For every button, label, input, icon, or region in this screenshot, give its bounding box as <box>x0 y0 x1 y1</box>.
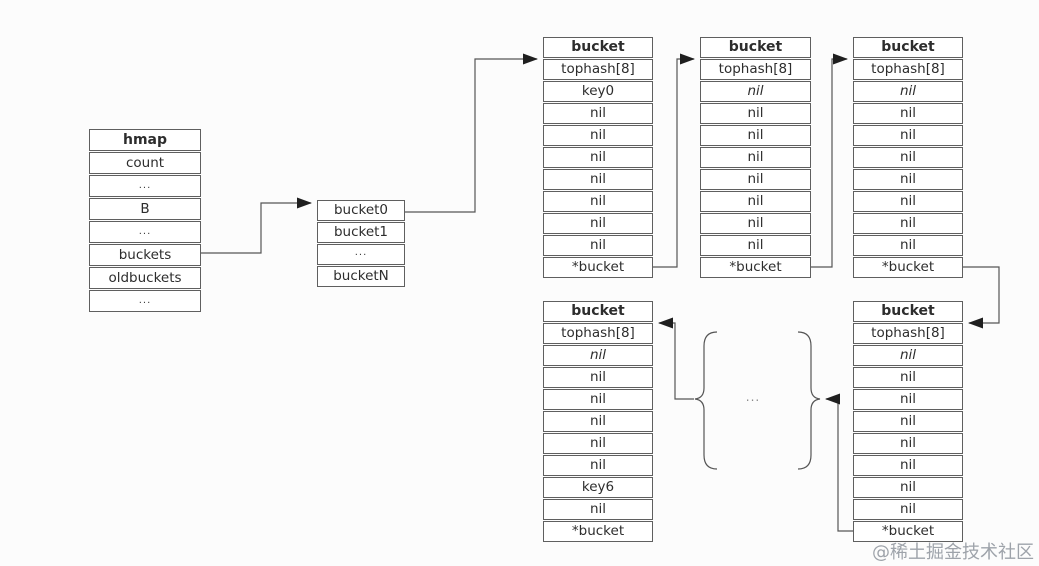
table-row: ... <box>89 221 201 243</box>
table-row: count <box>89 152 201 174</box>
table-row: *bucket <box>543 521 653 542</box>
table-row: nil <box>543 191 653 212</box>
table-row: nil <box>543 433 653 454</box>
table-row: nil <box>543 389 653 410</box>
table-row: nil <box>853 389 963 410</box>
right-curly-brace <box>797 331 821 470</box>
table-header: bucket <box>700 37 811 58</box>
table-row: nil <box>543 345 653 366</box>
table-row: nil <box>853 477 963 498</box>
table-row: nil <box>543 125 653 146</box>
table-row: nil <box>853 213 963 234</box>
table-row: key0 <box>543 81 653 102</box>
table-row: nil <box>700 81 811 102</box>
table-row: bucket0 <box>317 200 405 221</box>
table-row: nil <box>543 411 653 432</box>
table-row: *bucket <box>700 257 811 278</box>
table-row: nil <box>543 147 653 168</box>
table-row: nil <box>543 455 653 476</box>
table-row: nil <box>700 213 811 234</box>
table-row: ... <box>317 244 405 265</box>
table-header: bucket <box>853 301 963 322</box>
table-row: ... <box>89 175 201 197</box>
table-row: tophash[8] <box>853 59 963 80</box>
arrow-top3-overflow-to-bottom-right <box>963 266 1000 329</box>
table-row: nil <box>853 367 963 388</box>
arrow-chain-to-bottom-left <box>658 317 694 400</box>
overflow-chain-ellipsis: ... <box>745 390 761 404</box>
table-row: nil <box>700 103 811 124</box>
table-row: tophash[8] <box>853 323 963 344</box>
left-curly-brace <box>694 331 718 470</box>
table-row: tophash[8] <box>543 323 653 344</box>
table-row: nil <box>853 499 963 520</box>
table-row: nil <box>543 367 653 388</box>
table-row: nil <box>853 125 963 146</box>
table-row: nil <box>543 499 653 520</box>
table-header: bucket <box>543 37 653 58</box>
table-row: nil <box>853 235 963 256</box>
table-header: bucket <box>543 301 653 322</box>
table-row: nil <box>700 191 811 212</box>
table-header: bucket <box>853 37 963 58</box>
table-row: nil <box>853 81 963 102</box>
table-row: buckets <box>89 244 201 266</box>
table-row: nil <box>853 147 963 168</box>
arrow-bottom-right-overflow-to-chain <box>825 393 853 532</box>
table-row: *bucket <box>853 257 963 278</box>
arrow-top1-overflow-to-top2 <box>653 53 695 268</box>
table-row: nil <box>543 235 653 256</box>
table-row: tophash[8] <box>543 59 653 80</box>
table-row: nil <box>700 125 811 146</box>
table-row: nil <box>700 169 811 190</box>
table-row: bucket1 <box>317 222 405 243</box>
table-row: nil <box>700 147 811 168</box>
table-row: ... <box>89 290 201 312</box>
table-row: tophash[8] <box>700 59 811 80</box>
arrow-bucket0-to-bucket-top-1 <box>405 53 538 213</box>
table-row: nil <box>853 345 963 366</box>
table-row: nil <box>853 411 963 432</box>
table-row: nil <box>543 169 653 190</box>
table-row: nil <box>853 169 963 190</box>
table-row: nil <box>543 103 653 124</box>
table-row: nil <box>853 455 963 476</box>
table-row: nil <box>700 235 811 256</box>
table-row: bucketN <box>317 266 405 287</box>
table-row: nil <box>543 213 653 234</box>
table-row: nil <box>853 433 963 454</box>
arrow-hmap-buckets-to-bucket0 <box>201 197 312 254</box>
watermark-text: @稀土掘金技术社区 <box>872 542 1034 563</box>
table-row: nil <box>853 191 963 212</box>
table-row: *bucket <box>543 257 653 278</box>
table-row: nil <box>853 103 963 124</box>
table-row: oldbuckets <box>89 267 201 289</box>
table-row: B <box>89 198 201 220</box>
table-row: *bucket <box>853 521 963 542</box>
arrow-top2-overflow-to-top3 <box>811 53 848 268</box>
table-row: key6 <box>543 477 653 498</box>
table-header: hmap <box>89 129 201 151</box>
